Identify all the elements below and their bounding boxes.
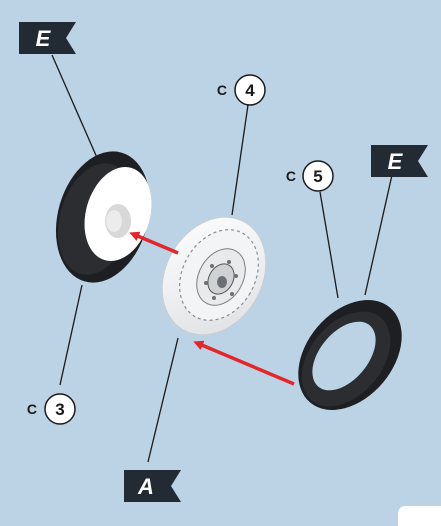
flag-e-left-letter: E xyxy=(36,26,52,51)
flag-icon xyxy=(124,470,181,502)
leader-line-flag-e-right xyxy=(364,174,393,296)
flag-icon xyxy=(371,145,428,177)
leader-line-flag-e-left xyxy=(51,54,99,161)
flag-e-right: E xyxy=(371,145,428,177)
flag-icon xyxy=(19,22,76,54)
tire-left xyxy=(55,151,152,283)
flag-e-right-letter: E xyxy=(388,149,404,174)
flag-e-left: E xyxy=(19,22,76,54)
callout-3: C 3 xyxy=(27,393,76,425)
callout-3-number: 3 xyxy=(55,400,64,419)
wheel-rim xyxy=(161,216,267,336)
leader-line-flag-a xyxy=(147,337,179,463)
tire-right xyxy=(298,300,402,410)
flag-a-letter: A xyxy=(137,474,154,499)
arrow-icon xyxy=(193,340,295,386)
leader-line-callout-3 xyxy=(59,284,83,386)
flag-a: A xyxy=(124,470,181,502)
callout-5-prefix: C xyxy=(286,168,296,184)
callout-4-prefix: C xyxy=(217,82,227,98)
callout-3-prefix: C xyxy=(27,401,37,417)
leader-line-callout-4 xyxy=(231,104,249,216)
callout-5-number: 5 xyxy=(313,167,322,186)
page-corner-tab xyxy=(398,506,441,526)
leader-line-callout-5 xyxy=(319,191,339,299)
callout-5: C 5 xyxy=(286,160,334,192)
callout-4-number: 4 xyxy=(245,81,255,100)
leader-lines xyxy=(51,54,393,463)
assembly-arrows xyxy=(129,231,295,386)
callout-4: C 4 xyxy=(217,74,266,106)
arrow-icon xyxy=(129,231,179,255)
